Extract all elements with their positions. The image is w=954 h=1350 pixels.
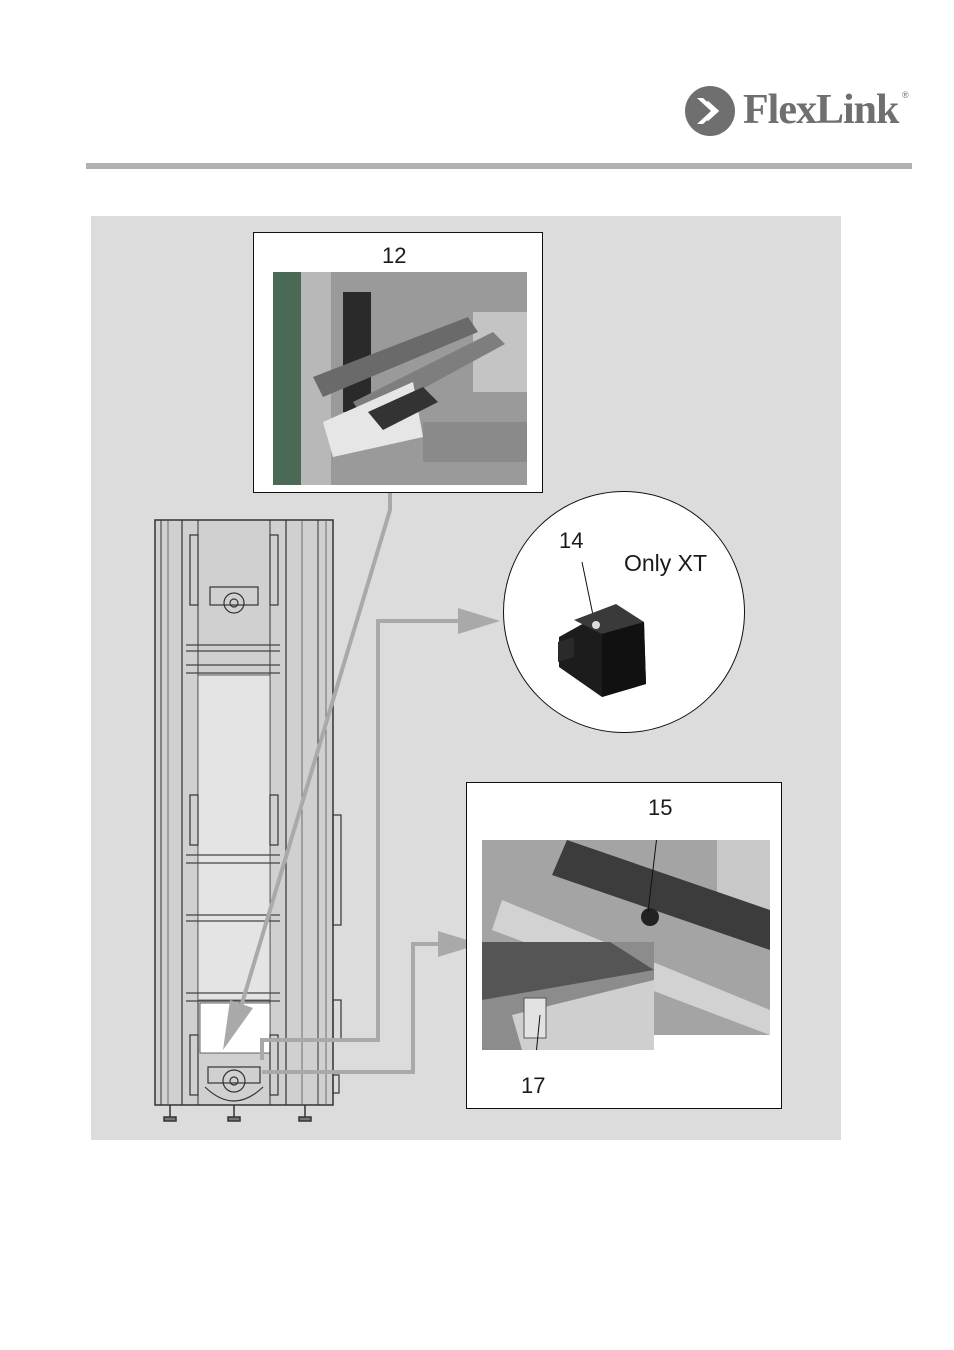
callout-12: 12 <box>382 243 406 269</box>
photo-conveyor-top <box>273 272 527 485</box>
callout-15: 15 <box>648 795 672 821</box>
detail-frame-12: 12 <box>253 232 543 493</box>
detail-circle-14: 14 Only XT <box>503 491 745 733</box>
photo-conveyor-bottom <box>482 840 770 1050</box>
sensor-icon <box>504 492 745 733</box>
callout-17: 17 <box>521 1073 545 1099</box>
detail-frame-15-17: 15 17 <box>466 782 782 1109</box>
